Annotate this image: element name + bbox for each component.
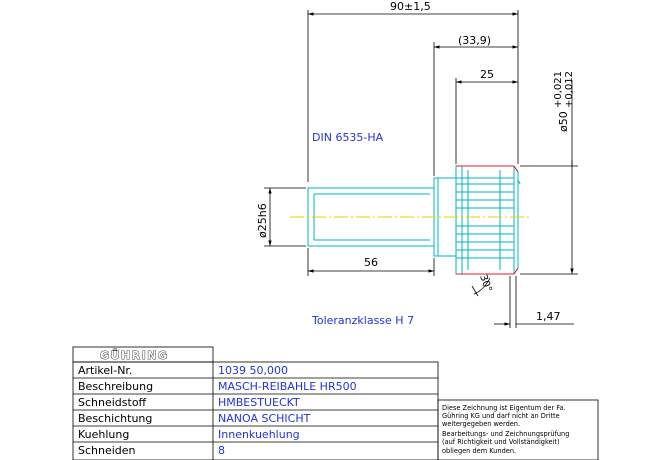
row-label-flutes: Schneiden [78, 444, 136, 457]
guehring-logo: GÜHRING [100, 348, 168, 362]
disclaimer-line: weitergegeben werden. [442, 420, 520, 428]
disclaimer-line: (auf Richtigkeit und Vollständigkeit) [442, 438, 560, 446]
dim-cutting-length: 25 [480, 68, 494, 81]
dim-diameter: ø50 +0,021 +0,012 [553, 71, 575, 132]
reamer-outline [307, 165, 521, 275]
tolerance-note: Toleranzklasse H 7 [311, 314, 414, 327]
dim-shank-diameter: ø25h6 [256, 203, 269, 238]
dim-head-length: (33,9) [458, 34, 491, 47]
disclaimer-line: Gühring KG und darf nicht an Dritte [442, 412, 560, 420]
row-value-coating: NANOA SCHICHT [218, 412, 311, 425]
disclaimer-line: obliegen dem Kunden. [442, 447, 516, 455]
svg-text:+0,012: +0,012 [564, 71, 575, 108]
shank-outline [307, 187, 435, 247]
row-value-article: 1039 50,000 [218, 364, 288, 377]
dim-shank-length: 56 [364, 256, 378, 269]
standard-note: DIN 6535-HA [312, 131, 384, 144]
row-value-cooling: Innenkuehlung [218, 428, 300, 441]
disclaimer-line: Bearbeitungs- und Zeichnungsprüfung [442, 430, 569, 438]
svg-text:ø50: ø50 [557, 111, 570, 132]
row-value-flutes: 8 [218, 444, 225, 457]
disclaimer: Diese Zeichnung ist Eigentum der Fa. Güh… [442, 404, 569, 455]
row-value-description: MASCH-REIBAHLE HR500 [218, 380, 357, 393]
row-label-cooling: Kuehlung [78, 428, 129, 441]
row-value-material: HMBESTUECKT [218, 396, 300, 409]
row-label-coating: Beschichtung [78, 412, 152, 425]
dim-overall-length: 90±1,5 [390, 0, 431, 13]
cutting-edge [456, 165, 519, 275]
row-label-article: Artikel-Nr. [78, 364, 132, 377]
title-block-rows: Artikel-Nr. 1039 50,000 Beschreibung MAS… [78, 364, 357, 457]
title-block [72, 346, 599, 460]
row-label-description: Beschreibung [78, 380, 153, 393]
row-label-material: Schneidstoff [78, 396, 147, 409]
dim-chamfer-length: 1,47 [536, 310, 561, 323]
disclaimer-line: Diese Zeichnung ist Eigentum der Fa. [442, 404, 566, 412]
svg-text:+0,021: +0,021 [553, 71, 564, 108]
dimension-lines [264, 10, 578, 328]
